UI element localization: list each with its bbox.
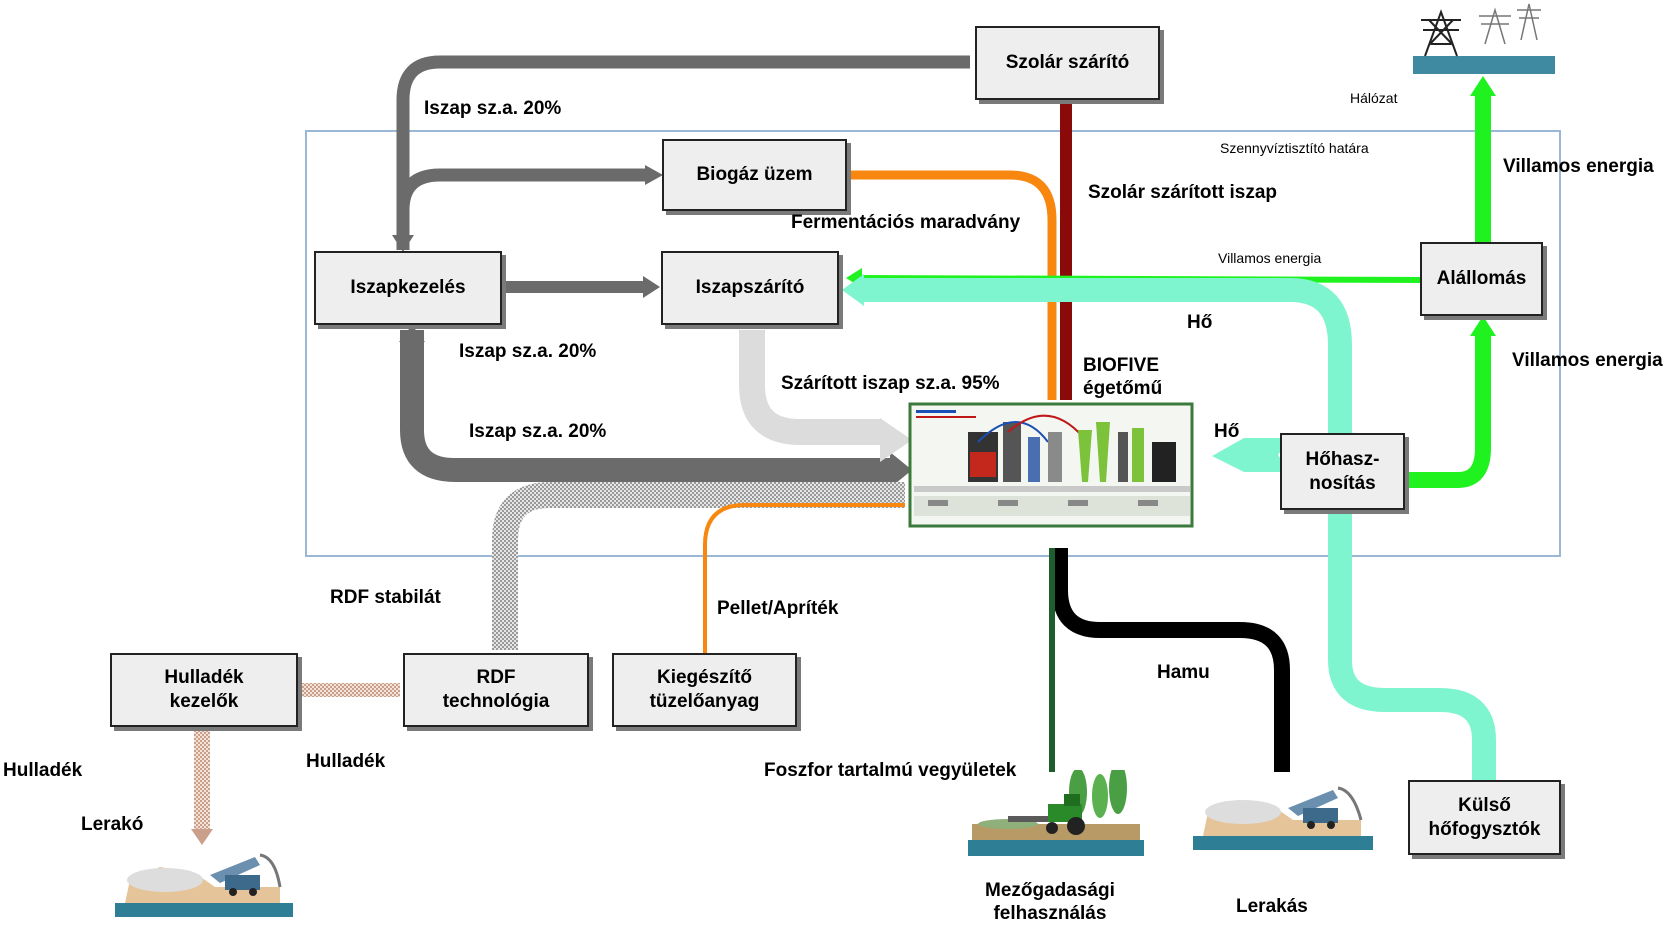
label-grid: Hálózat (1350, 90, 1398, 106)
incineration-plant-icon (908, 402, 1194, 528)
label-sludge-top: Iszap sz.a. 20% (424, 98, 562, 119)
label-biofive: BIOFIVE égetőmű (1083, 355, 1163, 399)
label-electricity-small: Villamos energia (1218, 250, 1322, 266)
arrowhead (643, 276, 660, 298)
arrowhead (1470, 316, 1496, 336)
label-fermentation: Fermentációs maradvány (791, 212, 1021, 233)
arrowhead (880, 418, 912, 462)
label-rdf-stabilat: RDF stabilát (330, 587, 441, 608)
label-boundary: Szennyvíztisztító határa (1220, 140, 1369, 156)
external-consumers-box: Külső hőfogysztók (1408, 780, 1561, 855)
label-sludge-mid: Iszap sz.a. 20% (459, 341, 597, 362)
label-agriculture: Mezőgadasági felhasználás (985, 880, 1115, 924)
label-ash: Hamu (1157, 662, 1210, 683)
sludge-dryer-box: Iszapszárító (661, 251, 839, 325)
rdf-technology-box: RDF technológia (403, 653, 589, 727)
label-heat-right: Hő (1214, 421, 1240, 442)
ash-flow (1052, 548, 1290, 772)
supplementary-fuel-box: Kiegészítő tüzelőanyag (612, 653, 797, 727)
boundary-rect (305, 130, 1561, 557)
tractor-field-icon (968, 770, 1144, 856)
heat-flow (860, 278, 1496, 780)
arrowhead (890, 452, 912, 488)
label-pellet: Pellet/Apríték (717, 598, 839, 619)
arrowhead (1212, 438, 1290, 472)
label-heat-upper: Hő (1187, 312, 1213, 333)
heat-utilization-box: Hőhasz- nosítás (1280, 433, 1405, 510)
label-waste-left: Hulladék (3, 760, 83, 781)
landfill-icon-left (115, 853, 293, 917)
arrowhead (399, 325, 425, 342)
label-dried-sludge: Szárított iszap sz.a. 95% (781, 373, 1000, 394)
substation-box: Alállomás (1420, 242, 1543, 316)
solar-dryer-box: Szolár szárító (975, 26, 1160, 100)
label-waste-mid: Hulladék (306, 751, 386, 772)
label-sludge-bottom: Iszap sz.a. 20% (469, 421, 607, 442)
biogas-plant-box: Biogáz üzem (662, 139, 847, 211)
label-landfill: Lerakó (81, 814, 144, 835)
label-electricity-mid: Villamos energia (1512, 350, 1663, 371)
sludge-treatment-box: Iszapkezelés (314, 251, 502, 325)
label-solar-dried: Szolár szárított iszap (1088, 182, 1277, 203)
dried-flow (739, 330, 880, 445)
arrowhead (842, 274, 864, 306)
landfill-icon-right (1193, 786, 1373, 850)
sludge-flows (396, 55, 970, 482)
label-disposal: Lerakás (1236, 896, 1308, 917)
power-pylons-icon (1413, 3, 1555, 74)
electricity-heat (1408, 332, 1491, 488)
arrowhead (1470, 76, 1496, 96)
waste-handlers-box: Hulladék kezelők (110, 653, 298, 727)
arrowhead (392, 235, 414, 252)
label-phosphor: Foszfor tartalmú vegyületek (764, 760, 1017, 781)
arrowhead (191, 829, 213, 845)
fermentation-flow (848, 170, 1057, 400)
arrowhead (645, 165, 663, 185)
rdf-flow (492, 482, 905, 650)
label-electricity-top: Villamos energia (1503, 156, 1654, 177)
pellet-flow (703, 503, 905, 655)
